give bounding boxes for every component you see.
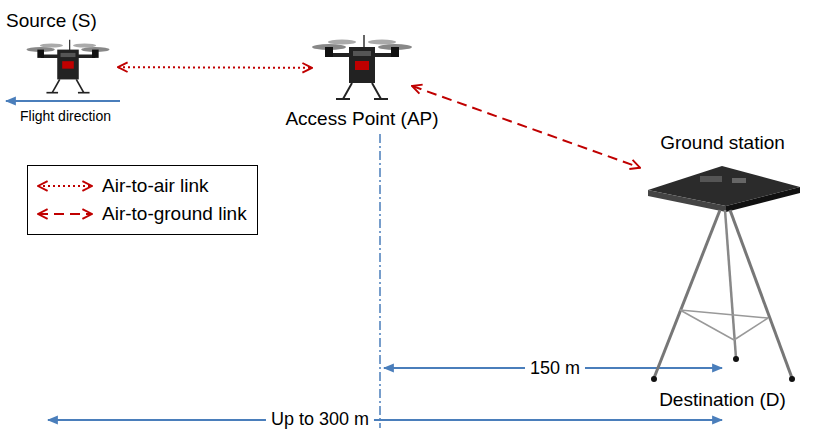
node-label: Access Point (AP)	[285, 108, 438, 130]
drone-picture	[18, 38, 118, 96]
air-to-ground-link	[412, 86, 640, 168]
drone-node: Access Point (AP)	[312, 32, 412, 104]
legend-row: Air-to-air link	[34, 172, 247, 200]
legend-row: Air-to-ground link	[34, 200, 247, 228]
tripod-picture	[640, 160, 805, 385]
node-label: Destination (D)	[659, 389, 786, 411]
node-label: Source (S)	[6, 10, 97, 32]
drone-node: Source (S)	[18, 38, 118, 96]
legend-sample	[34, 179, 96, 193]
legend-text: Air-to-air link	[102, 175, 209, 197]
direction-arrow	[6, 100, 120, 102]
direction-label: Flight direction	[20, 108, 111, 124]
legend-sample	[34, 207, 96, 221]
legend-text: Air-to-ground link	[102, 203, 247, 225]
center-line	[379, 134, 381, 428]
dimension-label: Up to 300 m	[266, 409, 374, 430]
drone-picture	[312, 32, 412, 104]
dimension-label: 150 m	[525, 358, 585, 379]
dimension-arrow	[48, 419, 722, 421]
ground-station: Ground stationDestination (D)	[640, 160, 805, 385]
air-to-air-link	[118, 66, 312, 69]
node-label: Ground station	[660, 132, 785, 154]
legend-box: Air-to-air linkAir-to-ground link	[27, 165, 258, 235]
